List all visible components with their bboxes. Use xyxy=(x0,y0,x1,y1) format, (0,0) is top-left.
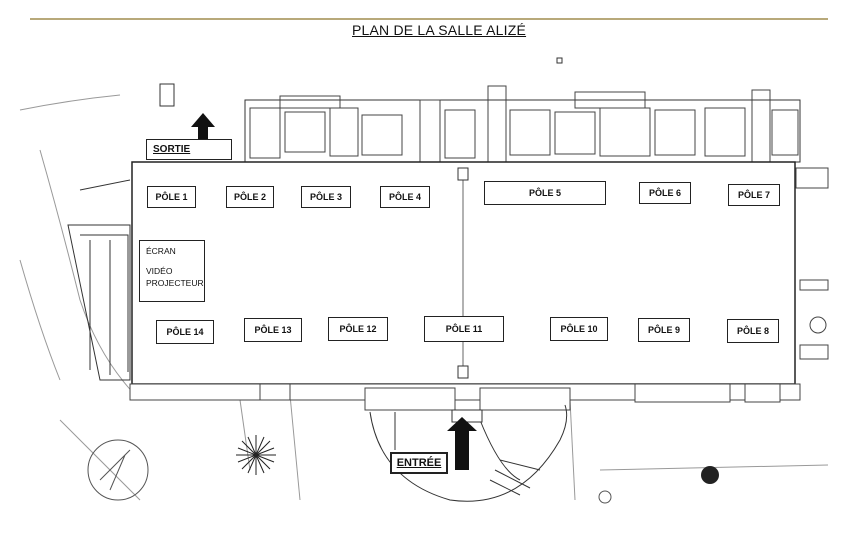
pole-8: PÔLE 8 xyxy=(727,319,779,343)
screen-label: ÉCRAN xyxy=(146,246,176,256)
pole-5: PÔLE 5 xyxy=(484,181,606,205)
pole-11: PÔLE 11 xyxy=(424,316,504,342)
entrance-arrow-icon xyxy=(447,417,477,470)
tree-spiky xyxy=(236,435,276,475)
exit-label-text: SORTIE xyxy=(153,144,191,155)
bottom-rooms xyxy=(129,383,801,411)
left-structure xyxy=(67,179,131,381)
screen-projector-box: ÉCRAN VIDÉO PROJECTEUR xyxy=(139,240,205,302)
service-strip xyxy=(244,99,801,163)
pole-2: PÔLE 2 xyxy=(226,186,274,208)
service-rooms xyxy=(249,85,799,163)
right-fixtures xyxy=(795,167,829,360)
pole-1: PÔLE 1 xyxy=(147,186,196,208)
projector-label: PROJECTEUR xyxy=(146,278,204,288)
pole-13: PÔLE 13 xyxy=(244,318,302,342)
header-rule xyxy=(30,18,828,20)
pole-9: PÔLE 9 xyxy=(638,318,690,342)
tree-outline xyxy=(87,439,149,501)
small-post xyxy=(159,83,175,107)
shrub xyxy=(598,490,612,504)
pole-6: PÔLE 6 xyxy=(639,182,691,204)
entrance-label: ENTRÉE xyxy=(390,452,448,474)
pole-10: PÔLE 10 xyxy=(550,317,608,341)
exit-arrow-icon xyxy=(191,113,215,152)
pole-3: PÔLE 3 xyxy=(301,186,351,208)
pole-12: PÔLE 12 xyxy=(328,317,388,341)
page-title: PLAN DE LA SALLE ALIZÉ xyxy=(352,22,527,38)
marker-square xyxy=(556,57,563,64)
pole-4: PÔLE 4 xyxy=(380,186,430,208)
pole-7: PÔLE 7 xyxy=(728,184,780,206)
entrance-label-text: ENTRÉE xyxy=(396,457,442,469)
tree-dark xyxy=(701,466,719,484)
exit-label: SORTIE xyxy=(146,139,232,160)
pole-14: PÔLE 14 xyxy=(156,320,214,344)
video-label: VIDÉO xyxy=(146,266,173,276)
outdoor-lines xyxy=(19,94,829,501)
